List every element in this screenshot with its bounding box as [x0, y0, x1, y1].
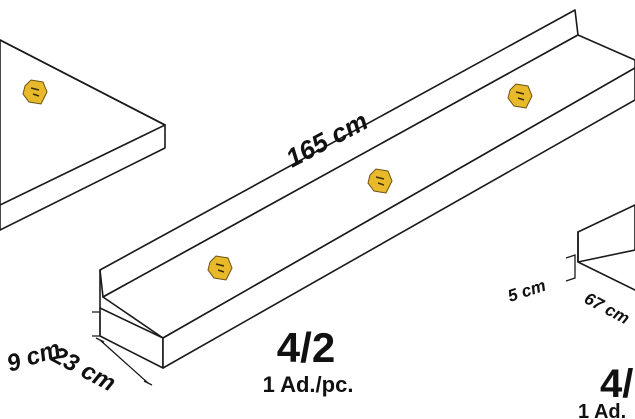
part-code: 4/2 — [277, 324, 335, 371]
left-board — [0, 39, 166, 231]
dimension-lines — [92, 254, 576, 386]
hardware-marker-icon — [22, 79, 533, 281]
main-shelf — [99, 9, 635, 369]
side-part-quantity: 1 Ad. — [578, 401, 626, 419]
depth-label: 23 cm — [46, 341, 120, 397]
right-board — [577, 204, 635, 291]
side-part-code: 4/ — [600, 362, 633, 406]
part-quantity: 1 Ad./pc. — [263, 372, 354, 397]
side-height-label: 5 cm — [505, 276, 548, 306]
side-depth-label: 67 cm — [581, 289, 632, 328]
